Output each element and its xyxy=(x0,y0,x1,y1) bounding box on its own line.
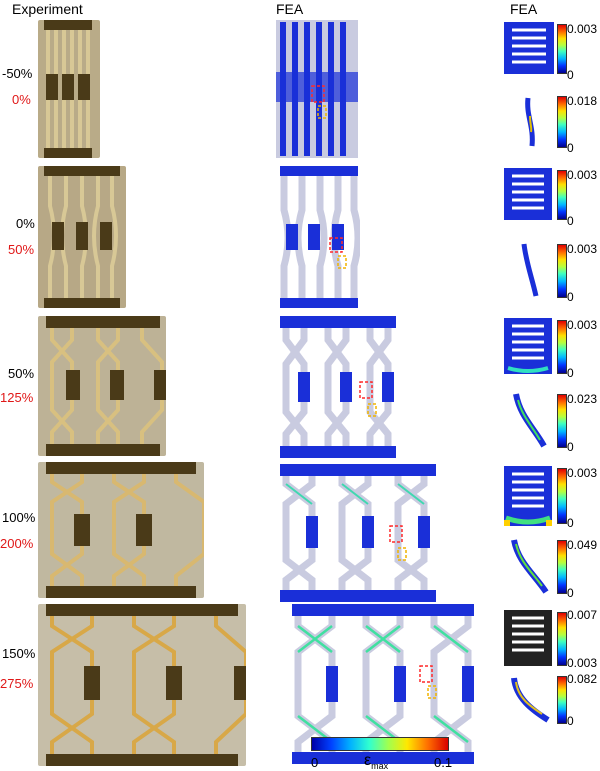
fea-mesh-row-1 xyxy=(276,20,358,158)
colorbar-label-symbol: ε xyxy=(364,752,372,769)
row-5-strain-prestrain: 150% xyxy=(2,646,36,661)
row-3-zoom-bottom-min: 0 xyxy=(567,440,574,454)
experiment-photo-row-5 xyxy=(38,604,246,766)
zoom-interconnect-row-2 xyxy=(514,242,544,298)
fea-header: FEA xyxy=(276,1,304,17)
row-5-zoom-bottom-min: 0 xyxy=(567,714,574,728)
zoom-interconnect-row-4 xyxy=(508,538,552,594)
row-4-strain-applied: 200% xyxy=(0,536,34,551)
row-2-strain-prestrain: 0% xyxy=(16,216,35,231)
row-1-strain-prestrain: -50% xyxy=(2,66,33,81)
colorbar-min: 0 xyxy=(311,755,319,770)
row-3-zoom-top-min: 0 xyxy=(567,366,574,380)
zoom-serpentine-row-3 xyxy=(504,318,552,374)
experiment-photo-row-3 xyxy=(38,316,166,456)
row-4-zoom-bottom-min: 0 xyxy=(567,586,574,600)
experiment-header: Experiment xyxy=(12,1,83,17)
row-3-zoom-top-max: 0.003 xyxy=(567,318,598,332)
colorbar-row-4-bottom xyxy=(557,540,567,594)
colorbar-row-3-top xyxy=(557,320,567,374)
zoom-interconnect-row-3 xyxy=(510,392,550,448)
row-1-zoom-bottom-min: 0 xyxy=(567,141,574,155)
row-1-zoom-bottom-max: 0.018 xyxy=(567,94,598,108)
colorbar-row-3-bottom xyxy=(557,394,567,448)
row-2-zoom-bottom-min: 0 xyxy=(567,290,574,304)
fea-mesh-row-4 xyxy=(276,464,440,602)
row-5-zoom-bottom-max: 0.082 xyxy=(567,672,598,686)
row-1-zoom-top-max: 0.003 xyxy=(567,22,598,36)
fea-mesh-row-3 xyxy=(276,316,400,458)
row-4-strain-prestrain: 100% xyxy=(2,510,36,525)
colorbar-row-5-top xyxy=(557,612,567,666)
row-1-zoom-top-min: 0 xyxy=(567,68,574,82)
colorbar-row-2-bottom xyxy=(557,244,567,298)
colorbar-row-4-top xyxy=(557,468,567,524)
colorbar-max: 0.1 xyxy=(434,755,453,770)
row-3-strain-prestrain: 50% xyxy=(8,366,35,381)
experiment-photo-row-1 xyxy=(38,20,100,158)
colorbar-row-1-top xyxy=(557,24,567,74)
zoom-serpentine-row-4 xyxy=(504,466,552,526)
row-5-zoom-top-min: 0.003 xyxy=(567,656,598,670)
experiment-photo-row-2 xyxy=(38,166,126,308)
fea-mesh-row-5 xyxy=(288,604,478,764)
row-2-zoom-top-min: 0 xyxy=(567,214,574,228)
zoom-interconnect-row-5 xyxy=(508,676,552,724)
fea-zoom-header: FEA xyxy=(510,1,538,17)
row-4-zoom-top-min: 0 xyxy=(567,516,574,530)
row-2-zoom-top-max: 0.003 xyxy=(567,168,598,182)
zoom-serpentine-row-5 xyxy=(504,610,552,666)
row-3-zoom-bottom-max: 0.023 xyxy=(567,392,598,406)
strain-colorbar xyxy=(311,737,449,751)
experiment-photo-row-4 xyxy=(38,462,204,598)
row-4-zoom-bottom-max: 0.049 xyxy=(567,538,598,552)
row-1-strain-applied: 0% xyxy=(12,92,31,107)
row-2-zoom-bottom-max: 0.003 xyxy=(567,242,598,256)
fea-mesh-row-2 xyxy=(276,166,360,308)
colorbar-row-1-bottom xyxy=(557,96,567,148)
colorbar-row-5-bottom xyxy=(557,676,567,724)
row-5-zoom-top-max: 0.007 xyxy=(567,608,598,622)
row-2-strain-applied: 50% xyxy=(8,242,35,257)
zoom-interconnect-row-1 xyxy=(516,96,546,148)
row-3-strain-applied: 125% xyxy=(0,390,34,405)
row-4-zoom-top-max: 0.003 xyxy=(567,466,598,480)
colorbar-label-subscript: max xyxy=(371,761,389,771)
zoom-serpentine-row-2 xyxy=(504,168,552,220)
colorbar-row-2-top xyxy=(557,170,567,220)
colorbar-label: εmax xyxy=(364,752,388,771)
zoom-serpentine-row-1 xyxy=(504,22,554,74)
row-5-strain-applied: 275% xyxy=(0,676,34,691)
